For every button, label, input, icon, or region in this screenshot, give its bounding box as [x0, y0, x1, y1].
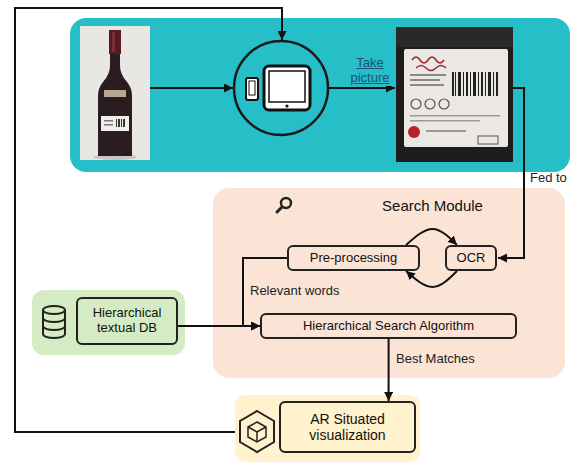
- device-icon: [269, 71, 305, 102]
- flow-arrow: [498, 88, 524, 258]
- bottle-front-photo: [109, 30, 121, 54]
- edge-label: Best Matches: [396, 352, 475, 367]
- bottle-back-photo: [466, 72, 468, 96]
- bottle-back-photo: [411, 99, 421, 109]
- bottle-back-photo: [410, 84, 444, 86]
- bottle-front-photo: [104, 90, 126, 97]
- bottle-back-photo: [412, 57, 444, 63]
- node-text: OCR: [457, 251, 486, 266]
- bottle-front-photo: [104, 124, 113, 126]
- bottle-back-photo: [455, 72, 456, 96]
- bottle-back-photo: [396, 27, 513, 162]
- bottle-back-photo: [488, 72, 491, 96]
- bottle-back-photo: [478, 136, 498, 144]
- bottle-front-photo: [112, 32, 115, 52]
- bottle-back-photo: [408, 126, 420, 138]
- visualization-panel: [235, 395, 420, 462]
- edge-label: Relevant words: [250, 284, 340, 299]
- bottle-back-photo: [410, 79, 440, 81]
- bottle-back-photo: [425, 99, 435, 109]
- action-label: Take picture: [344, 56, 396, 86]
- database-icon: [43, 306, 65, 314]
- ar-icon: [248, 422, 266, 442]
- bottle-back-photo: [496, 72, 498, 96]
- visualization-box: AR Situated visualization: [279, 401, 416, 453]
- device-icon: [249, 81, 255, 95]
- bottle-back-photo: [404, 49, 508, 147]
- database-box: Hierarchical textual DB: [76, 297, 178, 345]
- ar-icon: [240, 411, 274, 452]
- bottle-back-photo: [493, 72, 494, 96]
- process-box: Pre-processing: [287, 245, 420, 271]
- bottle-back-photo: [452, 72, 454, 96]
- device-icon: [234, 41, 328, 135]
- bottle-front-photo: [101, 116, 129, 131]
- node-text: Hierarchical textual DB: [84, 306, 170, 336]
- bottle-back-photo: [481, 72, 483, 96]
- bottle-back-photo: [396, 27, 513, 162]
- node-text: Pre-processing: [310, 251, 397, 266]
- bottle-back-photo: [410, 120, 480, 122]
- bottle-front-photo: [116, 119, 117, 127]
- bottle-front-photo: [80, 26, 150, 160]
- ar-icon: [240, 411, 274, 452]
- bottle-front-photo: [80, 26, 150, 160]
- bottle-back-photo: [410, 115, 500, 117]
- database-icon: [43, 306, 65, 338]
- flow-label: Fed to: [530, 171, 567, 186]
- process-box: OCR: [445, 245, 497, 271]
- magnifier-icon: [277, 207, 282, 212]
- database-icon: [43, 318, 65, 322]
- bottle-front-photo: [104, 120, 113, 122]
- bottle-back-photo: [463, 72, 464, 96]
- bottle-front-photo: [118, 119, 120, 127]
- process-box: Hierarchical Search Algorithm: [260, 313, 517, 339]
- bottle-back-photo: [470, 72, 471, 96]
- bottle-front-photo: [98, 31, 132, 156]
- device-icon: [264, 66, 310, 110]
- database-icon: [43, 326, 65, 330]
- database-panel: [32, 290, 185, 355]
- ar-icon: [248, 427, 266, 432]
- node-text: Hierarchical Search Algorithm: [303, 319, 474, 334]
- bottle-back-photo: [396, 27, 513, 47]
- flow-arrow: [150, 87, 233, 89]
- flow-arrow: [406, 271, 457, 287]
- bottle-front-photo: [123, 119, 125, 127]
- bottle-back-photo: [426, 130, 466, 132]
- module-panel: Search ModulePre-processing OCR Hierarchic…: [213, 188, 565, 378]
- magnifier-icon: [277, 198, 291, 212]
- return-arrow: [15, 8, 282, 432]
- device-icon: [246, 78, 258, 100]
- bottle-back-photo: [485, 72, 486, 96]
- flow-arrow: [406, 229, 457, 245]
- device-icon: [234, 41, 328, 135]
- bottle-front-photo: [121, 119, 122, 127]
- flow-arrow: [388, 339, 390, 401]
- device-icon: [285, 104, 288, 107]
- flow-arrow: [178, 325, 260, 327]
- bottle-back-photo: [458, 72, 461, 96]
- bottle-back-photo: [439, 99, 449, 109]
- bottle-back-photo: [410, 74, 446, 76]
- node-text: Search Module: [300, 197, 565, 214]
- flow-arrow: [329, 87, 395, 89]
- capture-panel: [70, 18, 570, 172]
- node-text: AR Situated visualization: [287, 411, 408, 443]
- bottle-back-photo: [478, 72, 479, 96]
- bottle-back-photo: [473, 72, 476, 96]
- bottle-back-photo: [416, 66, 446, 71]
- ar-icon: [256, 432, 258, 442]
